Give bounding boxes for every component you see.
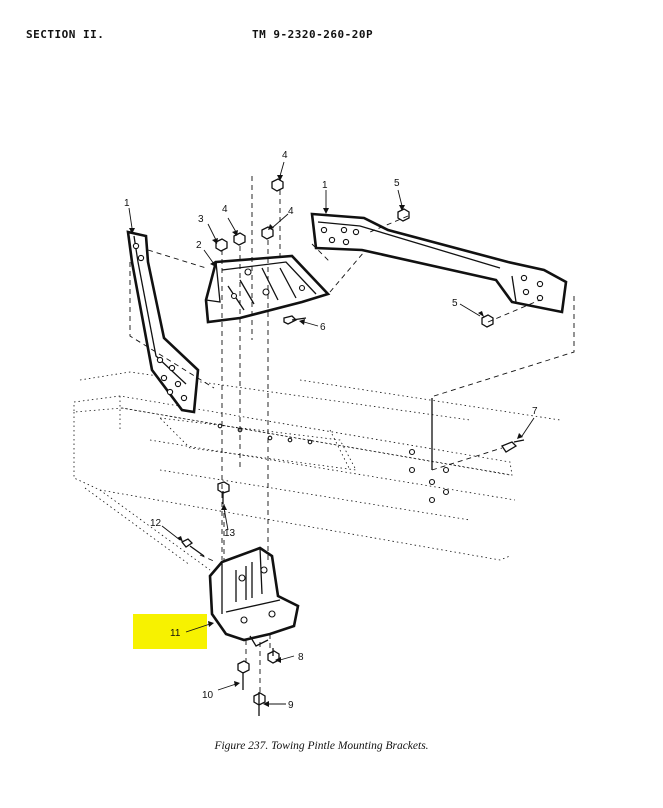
callout-4-a: 4 — [282, 150, 288, 161]
section-label: SECTION II. — [26, 28, 105, 41]
leader-lines — [128, 161, 535, 707]
callout-12: 12 — [150, 518, 162, 529]
callout-5-a: 5 — [394, 178, 400, 189]
callout-9: 9 — [288, 700, 294, 711]
callout-6: 6 — [320, 322, 326, 333]
frame-rails — [73, 371, 561, 571]
figure-caption-text: Figure 237. Towing Pintle Mounting Brack… — [214, 740, 429, 752]
center-bracket — [204, 254, 331, 324]
callout-1-right: 1 — [322, 180, 328, 191]
right-long-bracket — [310, 212, 568, 314]
callout-3: 3 — [198, 214, 204, 225]
cross-plate — [158, 417, 357, 471]
callout-2: 2 — [196, 240, 202, 251]
callout-4-c: 4 — [288, 206, 294, 217]
callout-13: 13 — [224, 528, 236, 539]
callout-7: 7 — [532, 406, 538, 417]
callout-10: 10 — [202, 690, 214, 701]
figure-caption: Figure 237. Towing Pintle Mounting Brack… — [0, 740, 663, 752]
fasteners — [180, 178, 525, 716]
highlight-marker — [133, 614, 207, 649]
callout-1: 1 — [124, 198, 130, 209]
callout-11: 11 — [170, 628, 181, 639]
callout-8: 8 — [298, 652, 304, 663]
alignment-lines — [129, 176, 575, 694]
pintle-bracket — [208, 546, 300, 647]
frame-side-holes — [408, 398, 450, 504]
tm-number: TM 9-2320-260-20P — [252, 28, 374, 41]
callout-4-b: 4 — [222, 204, 228, 215]
callout-5-b: 5 — [452, 298, 458, 309]
left-bracket — [126, 230, 200, 414]
